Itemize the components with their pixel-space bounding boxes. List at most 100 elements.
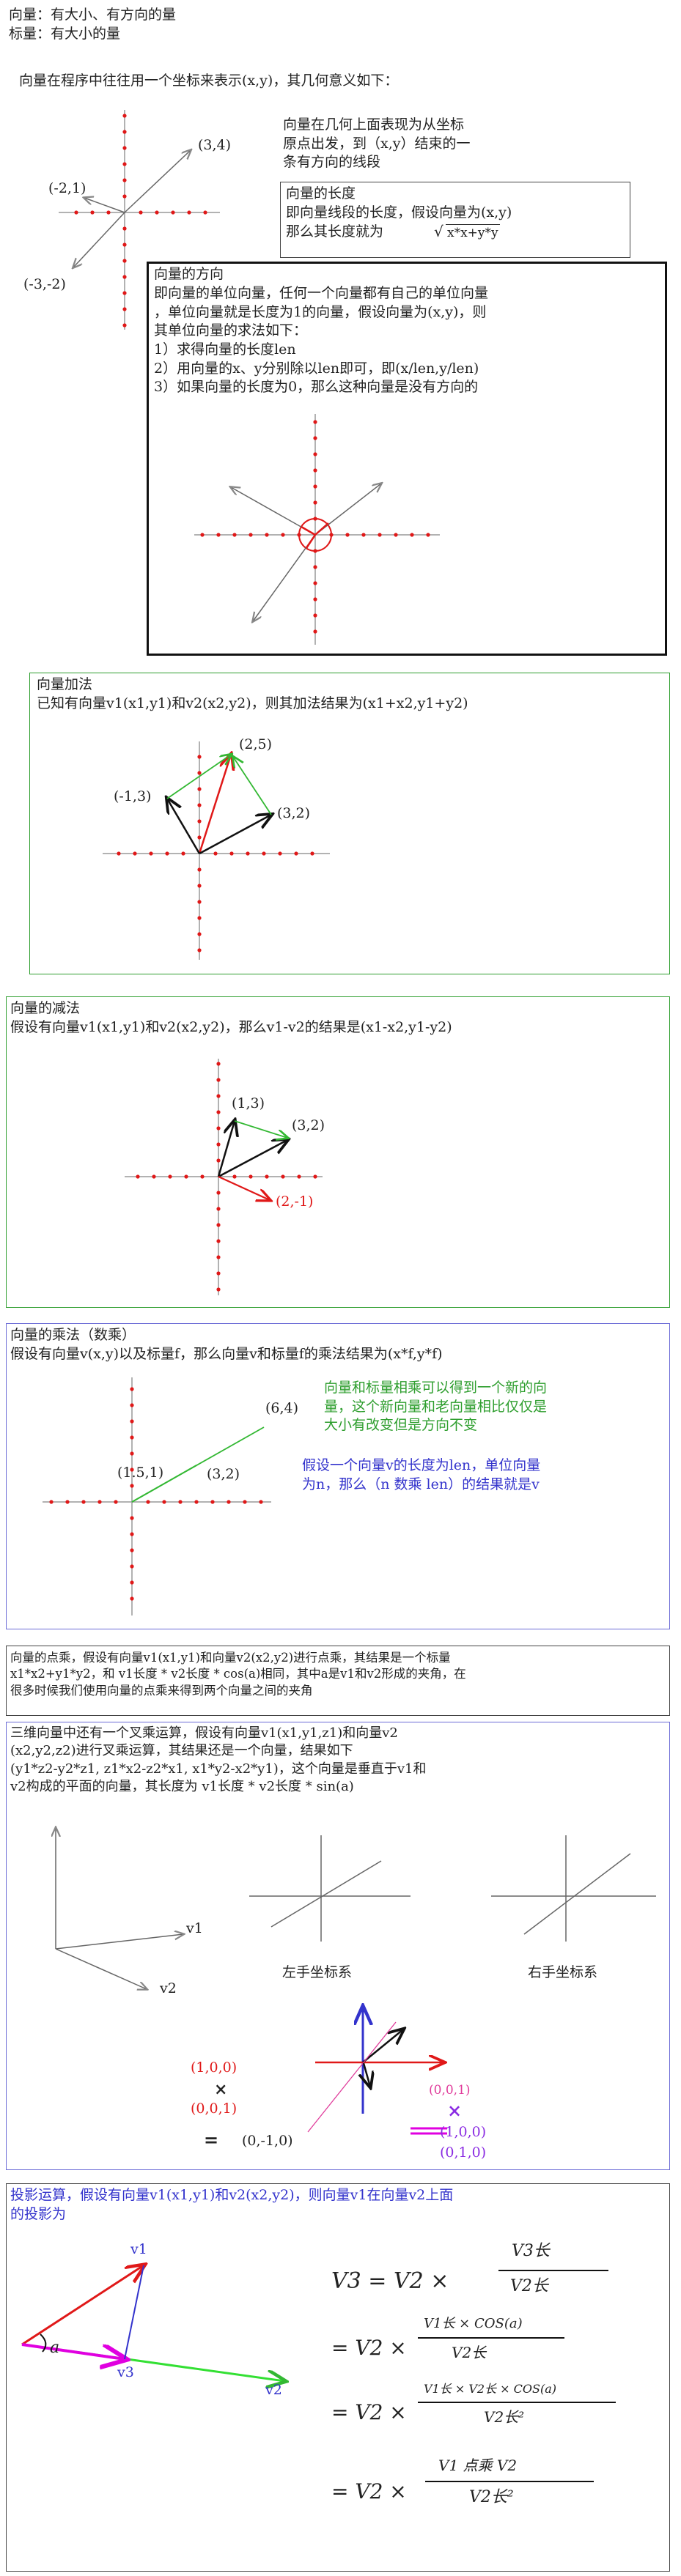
axis-tick-dot	[130, 1403, 134, 1407]
axis-tick-dot	[197, 771, 202, 775]
proj-f1-lhs: V3 = V2 ×	[331, 2268, 449, 2294]
axis-tick-dot	[313, 629, 317, 634]
mul-title: 向量的乘法（数乘）	[10, 1327, 136, 1343]
mul-axis-ticks	[49, 1387, 263, 1601]
proj-f3-bar	[418, 2402, 616, 2403]
add-title: 向量加法	[37, 676, 93, 692]
axis-tick-dot	[313, 517, 317, 521]
add-axis-ticks	[117, 755, 314, 952]
axis-tick-dot	[216, 1207, 221, 1211]
axis-tick-dot	[122, 194, 127, 199]
add-body: 已知有向量v1(x1,y1)和v2(x2,y2)，则其加法结果为(x1+x2,y…	[37, 695, 468, 711]
axis-tick-dot	[310, 851, 314, 856]
proj-angle: a	[50, 2339, 60, 2357]
axis-tick-dot	[197, 884, 202, 888]
axis-tick-dot	[216, 1158, 221, 1163]
axis-tick-dot	[197, 787, 202, 791]
cross-body: 三维向量中还有一个叉乘运算，假设有向量v1(x1,y1,z1)和向量v2 (x2…	[10, 1725, 427, 1794]
mul-point-mid: (3,2)	[207, 1466, 240, 1482]
axis-tick-dot	[181, 851, 185, 856]
axis-tick-dot	[216, 1094, 221, 1098]
intro-note: 向量在几何上面表现为从坐标 原点出发，到（x,y）结束的一 条有方向的线段	[283, 116, 471, 171]
axis-tick-dot	[313, 484, 317, 489]
length-body: 即向量线段的长度，假设向量为(x,y) 那么其长度就为	[286, 204, 512, 240]
axis-tick-dot	[122, 259, 127, 263]
axis-tick-dot	[97, 1500, 102, 1504]
axis-tick-dot	[133, 851, 137, 856]
sub-point-b: (3,2)	[292, 1117, 325, 1133]
unit-axis-ticks	[200, 420, 430, 634]
axis-tick-dot	[278, 851, 282, 856]
axis-tick-dot	[168, 1174, 172, 1179]
cross-left-hand: 左手坐标系	[282, 1964, 353, 1980]
axis-tick-dot	[197, 867, 202, 872]
dot-body: 向量的点乘，假设有向量v1(x1,y1)和向量v2(x2,y2)进行点乘，其结果…	[10, 1651, 466, 1698]
axis-tick-dot	[171, 210, 175, 215]
axis-tick-dot	[136, 1174, 140, 1179]
length-title: 向量的长度	[286, 185, 356, 201]
intro-line1: 向量：有大小、有方向的量	[9, 7, 177, 23]
axis-tick-dot	[122, 226, 127, 231]
axis-tick-dot	[259, 1500, 263, 1504]
proj-f2-den: V2长	[452, 2344, 487, 2361]
mul-body: 假设有向量v(x,y)以及标量f，那么向量v和标量f的乘法结果为(x*f,y*f…	[10, 1346, 443, 1362]
axis-tick-dot	[200, 533, 205, 537]
axis-tick-dot	[197, 900, 202, 904]
cross-times: ×	[214, 2080, 228, 2099]
axis-tick-dot	[210, 1500, 215, 1504]
proj-f2-bar	[418, 2337, 564, 2339]
mul-point-small: (1.5,1)	[117, 1465, 164, 1481]
axis-tick-dot	[65, 1500, 70, 1504]
axis-tick-dot	[122, 323, 127, 327]
axis-tick-dot	[155, 210, 159, 215]
axis-tick-dot	[216, 1078, 221, 1082]
axis-tick-dot	[394, 533, 398, 537]
unit-title: 向量的方向	[154, 266, 224, 282]
axis-tick-dot	[313, 420, 317, 424]
axis-tick-dot	[130, 1596, 134, 1601]
axis-tick-dot	[130, 1516, 134, 1520]
axis-tick-dot	[216, 1110, 221, 1114]
axis-tick-dot	[227, 1500, 231, 1504]
axis-tick-dot	[146, 1500, 150, 1504]
dot-box	[6, 1646, 670, 1716]
axis-tick-dot	[265, 533, 269, 537]
cross-x-icon: ×	[447, 2100, 463, 2121]
axis-tick-dot	[197, 932, 202, 936]
proj-f2-num: V1长 × COS(a)	[424, 2316, 523, 2331]
axis-tick-dot	[203, 210, 207, 215]
axis-tick-dot	[149, 851, 153, 856]
axis-tick-dot	[313, 468, 317, 473]
axis-tick-dot	[117, 851, 121, 856]
axis-tick-dot	[313, 500, 317, 505]
axis-tick-dot	[130, 1484, 134, 1488]
axis-tick-dot	[197, 916, 202, 920]
proj-label-v1: v1	[130, 2241, 147, 2257]
axis-tick-dot	[410, 533, 414, 537]
cross-e2: (0,0,1)	[191, 2101, 238, 2117]
axis-tick-dot	[232, 1174, 237, 1179]
length-box	[280, 182, 630, 258]
cross-e3: (0,0,1)	[429, 2083, 471, 2098]
proj-title: 投影运算，假设有向量v1(x1,y1)和v2(x2,y2)，则向量v1在向量v2…	[10, 2187, 454, 2222]
axis-tick-dot	[313, 452, 317, 456]
axis-tick-dot	[122, 114, 127, 118]
proj-f3-num: V1长 × V2长 × COS(a)	[424, 2382, 556, 2396]
axis-tick-dot	[122, 275, 127, 279]
axis-tick-dot	[313, 565, 317, 569]
axis-tick-dot	[294, 851, 298, 856]
axis-tick-dot	[106, 210, 111, 215]
axis-tick-dot	[130, 1564, 134, 1569]
proj-f3-den: V2长²	[484, 2408, 525, 2426]
mul-point-big: (6,4)	[265, 1400, 299, 1416]
intro-point-b: (-2,1)	[48, 180, 86, 196]
mul-box	[6, 1323, 670, 1629]
proj-label-v3: v3	[117, 2364, 134, 2380]
axis-tick-dot	[122, 178, 127, 182]
add-point-a: (-1,3)	[114, 788, 152, 804]
axis-tick-dot	[114, 1500, 118, 1504]
